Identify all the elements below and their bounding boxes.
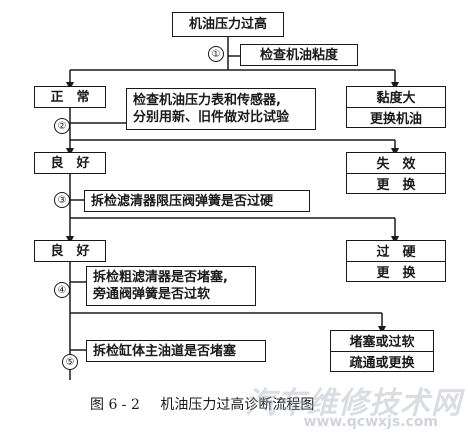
figure-caption: 图 6 - 2 机油压力过高诊断流程图 — [90, 394, 314, 414]
step-4-line-2: 旁通阀弹簧是否过软 — [93, 287, 211, 302]
viscosity-high-label: 黏度大 — [376, 91, 416, 107]
fail-2-label: 过 硬 — [376, 245, 416, 261]
step-4-line-1: 拆检粗滤清器是否堵塞, — [93, 270, 228, 285]
node-good-1: 良 好 — [34, 152, 106, 174]
node-check-main-gallery: 拆检缸体主油道是否堵塞 — [86, 340, 266, 362]
fail-2-action: 更 换 — [347, 260, 445, 282]
fail-3-label: 堵塞或过软 — [349, 335, 415, 351]
figure-number: 图 6 - 2 — [90, 397, 140, 413]
step-5-marker: ⑤ — [62, 354, 78, 370]
figure-title: 机油压力过高诊断流程图 — [160, 397, 315, 413]
check-sensor-line-1: 检查机油压力表和传感器, — [133, 93, 281, 108]
node-oil-pressure-high: 机油压力过高 — [172, 12, 284, 37]
node-fail-2-group: 过 硬 更 换 — [346, 240, 446, 282]
watermark-text: 汽车维修技术网 — [245, 386, 462, 421]
check-sensor-line-2: 分别用新、旧件做对比试验 — [133, 110, 290, 125]
fail-3-action: 疏通或更换 — [331, 350, 433, 372]
watermark-url: www.qcwxjs.com — [303, 414, 438, 430]
replace-oil-label: 更换机油 — [347, 106, 445, 128]
node-check-coarse-filter: 拆检粗滤清器是否堵塞, 旁通阀弹簧是否过软 — [86, 266, 256, 306]
node-fail-1-group: 失 效 更 换 — [346, 152, 446, 194]
node-check-gauge-sensor: 检查机油压力表和传感器, 分别用新、旧件做对比试验 — [126, 88, 316, 130]
step-1-marker: ① — [208, 46, 224, 62]
step-4-marker: ④ — [54, 282, 70, 298]
node-viscosity-high-group: 黏度大 更换机油 — [346, 86, 446, 128]
fail-1-action: 更 换 — [347, 172, 445, 194]
step-2-marker: ② — [54, 118, 70, 134]
fail-1-label: 失 效 — [376, 157, 416, 173]
step-3-marker: ③ — [54, 192, 70, 208]
node-check-viscosity: 检查机油粘度 — [240, 44, 358, 66]
node-normal: 正 常 — [34, 86, 106, 108]
node-check-filter-relief-spring: 拆检滤清器限压阀弹簧是否过硬 — [84, 190, 310, 212]
node-good-2: 良 好 — [34, 240, 106, 262]
node-fail-3-group: 堵塞或过软 疏通或更换 — [330, 330, 434, 372]
